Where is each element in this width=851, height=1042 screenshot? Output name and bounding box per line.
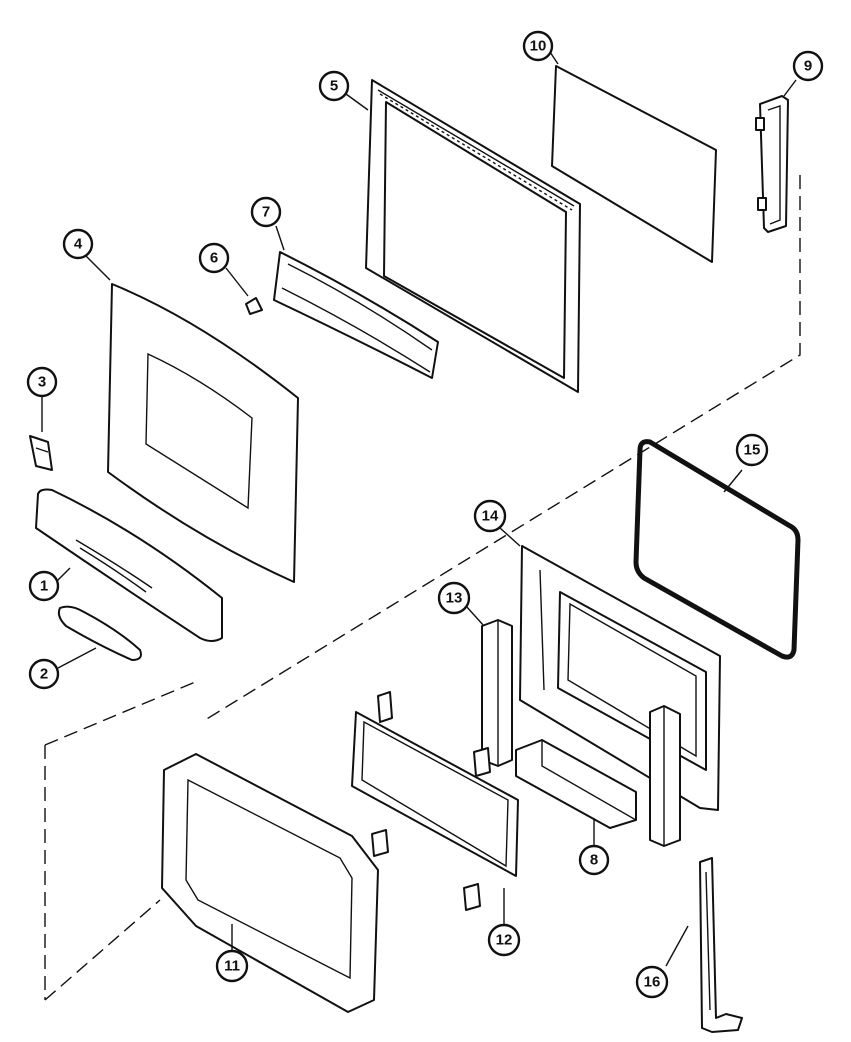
svg-text:4: 4 xyxy=(74,236,83,253)
callout-3: 3 xyxy=(26,366,58,398)
callout-8: 8 xyxy=(578,844,610,876)
window-pack xyxy=(351,691,519,911)
svg-text:11: 11 xyxy=(224,958,240,975)
callout-13: 13 xyxy=(437,581,471,615)
callout-4: 4 xyxy=(62,228,94,260)
callout-1: 1 xyxy=(28,570,60,602)
outer-door-panel xyxy=(107,283,299,583)
svg-text:1: 1 xyxy=(40,578,48,595)
svg-text:7: 7 xyxy=(262,204,270,221)
svg-text:16: 16 xyxy=(644,974,661,991)
small-clip xyxy=(245,297,263,315)
callout-9: 9 xyxy=(792,50,824,82)
svg-text:14: 14 xyxy=(482,508,499,525)
hinge-arm xyxy=(699,857,743,1033)
hinge-bracket xyxy=(755,95,789,233)
callout-11: 11 xyxy=(215,949,249,983)
door-gasket xyxy=(633,439,801,660)
callout-16: 16 xyxy=(635,965,669,999)
svg-text:3: 3 xyxy=(38,374,46,391)
callout-10: 10 xyxy=(522,30,554,62)
callout-12: 12 xyxy=(487,923,521,957)
svg-text:2: 2 xyxy=(40,666,48,683)
side-insulation xyxy=(481,619,513,767)
inner-window-frame xyxy=(161,753,379,1013)
handle-cap xyxy=(57,605,142,661)
svg-text:13: 13 xyxy=(446,590,463,607)
vent-trim xyxy=(273,251,439,379)
insulation-block xyxy=(515,739,637,829)
side-insulation-right xyxy=(649,705,681,847)
svg-text:10: 10 xyxy=(530,38,547,55)
svg-text:15: 15 xyxy=(744,442,761,459)
svg-text:5: 5 xyxy=(330,78,338,95)
svg-text:6: 6 xyxy=(210,250,218,267)
glass-panel xyxy=(551,65,717,263)
callout-15: 15 xyxy=(735,433,769,467)
callout-14: 14 xyxy=(473,499,507,533)
svg-text:8: 8 xyxy=(590,852,598,869)
leader-lines xyxy=(41,51,797,967)
svg-text:12: 12 xyxy=(496,932,513,949)
svg-text:9: 9 xyxy=(804,58,812,75)
callout-2: 2 xyxy=(28,658,60,690)
callout-7: 7 xyxy=(250,196,282,228)
handle-panel xyxy=(35,488,223,642)
callout-5: 5 xyxy=(318,70,350,102)
callout-6: 6 xyxy=(198,242,230,274)
door-frame xyxy=(365,79,581,393)
assembly-guide-lines xyxy=(44,175,801,1001)
hinge-clip xyxy=(29,435,53,471)
